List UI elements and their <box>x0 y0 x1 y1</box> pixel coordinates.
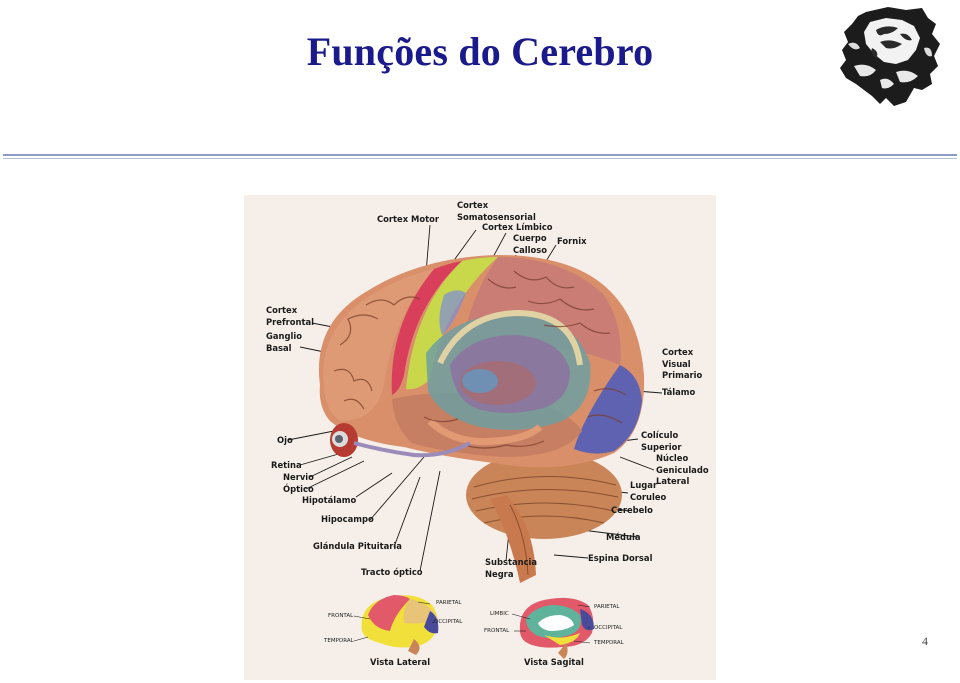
label-ganglio-basal: Ganglio Basal <box>266 331 302 353</box>
label-cortex-limbico: Cortex Límbico <box>482 222 553 232</box>
sagittal-label-temporal: TEMPORAL <box>594 640 624 646</box>
sagittal-label-parietal: PARIETAL <box>594 604 620 610</box>
label-retina: Retina <box>271 460 302 470</box>
brain-illustration <box>287 224 663 659</box>
sagittal-label-frontal: FRONTAL <box>484 628 510 634</box>
label-cortex-somatosensorial: Cortex Somatosensorial <box>457 200 536 222</box>
lateral-label-temporal: TEMPORAL <box>324 638 354 644</box>
label-glandula-pituitaria: Glándula Pituitaria <box>313 541 402 551</box>
label-cuerpo-calloso: Cuerpo Calloso <box>513 233 548 255</box>
head-profile-logo-icon <box>840 7 940 106</box>
slide-title: Funções do Cerebro <box>306 29 654 74</box>
label-cerebelo: Cerebelo <box>611 505 653 515</box>
lateral-label-frontal: FRONTAL <box>328 613 354 619</box>
sagittal-view-illustration <box>519 597 594 659</box>
header-divider-thin <box>3 158 957 159</box>
label-coliculo-superior: Colículo Superior <box>641 430 682 452</box>
label-hipocampo: Hipocampo <box>321 514 374 524</box>
label-fornix: Fornix <box>557 236 587 246</box>
label-nucleo-geniculado-lateral: Núcleo Geniculado Lateral <box>656 453 709 486</box>
lateral-view-illustration <box>361 595 439 655</box>
label-cortex-motor: Cortex Motor <box>377 214 440 224</box>
lateral-label-occipital: OCCIPITAL <box>434 619 463 625</box>
label-substancia-negra: Substancia Negra <box>485 557 538 579</box>
label-cortex-visual-primario: Cortex Visual Primario <box>662 347 703 380</box>
label-hipotalamo: Hipotálamo <box>302 495 357 505</box>
page-number: 4 <box>922 634 928 648</box>
brain-diagram: Cortex Somatosensorial Cortex Motor Cort… <box>244 195 716 680</box>
sagittal-label-occipital: OCCIPITAL <box>594 625 623 631</box>
lateral-label-parietal: PARIETAL <box>436 600 462 606</box>
label-cortex-prefrontal: Cortex Prefrontal <box>266 305 314 327</box>
header-divider <box>3 154 957 156</box>
label-medula: Médula <box>606 532 641 542</box>
label-tracto-optico: Tracto óptico <box>361 567 423 577</box>
label-espina-dorsal: Espina Dorsal <box>588 553 653 563</box>
sagittal-view-caption: Vista Sagital <box>524 657 584 667</box>
sagittal-label-limbic: LIMBIC <box>490 611 509 617</box>
label-talamo: Tálamo <box>662 387 696 397</box>
label-lugar-coruleo: Lugar Coruleo <box>630 480 667 502</box>
lateral-view-caption: Vista Lateral <box>370 657 431 667</box>
label-nervio-optico: Nervio Óptico <box>283 472 314 494</box>
label-ojo: Ojo <box>277 435 293 445</box>
